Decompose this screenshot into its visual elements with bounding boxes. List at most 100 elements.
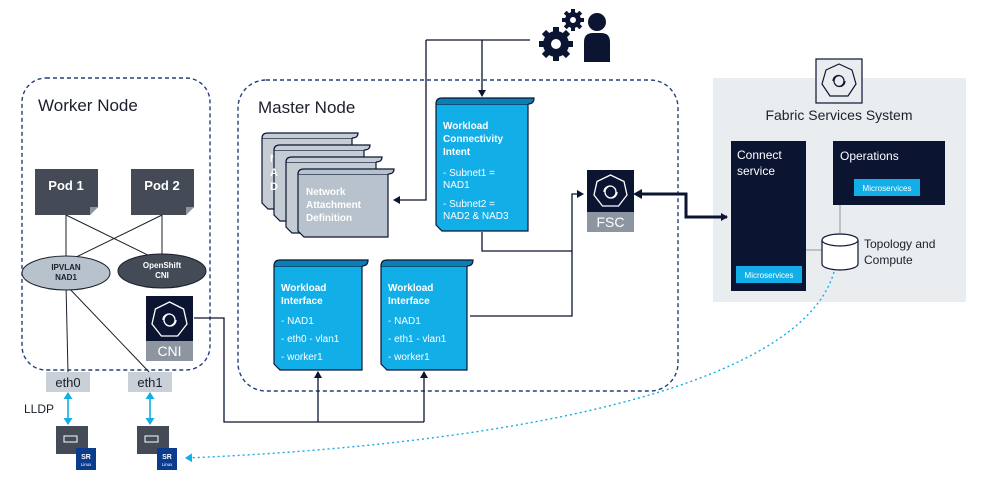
fsc-label: FSC bbox=[597, 214, 625, 230]
lldp-label: LLDP bbox=[24, 402, 54, 416]
user-to-nad-link bbox=[393, 40, 427, 204]
cni-to-interfaces-link bbox=[194, 317, 424, 423]
nad-title-line3: Definition bbox=[306, 213, 352, 224]
pod-2[interactable]: Pod 2 bbox=[131, 169, 194, 215]
pod-2-fold bbox=[186, 207, 194, 215]
worker-node-boundary bbox=[21, 77, 211, 371]
eth1-box bbox=[128, 372, 172, 392]
ipvlan-eth0-link bbox=[65, 284, 69, 374]
pod2-ipvlan-link bbox=[65, 214, 163, 263]
master-node-title: Master Node bbox=[258, 98, 355, 117]
switch-1-badge bbox=[76, 448, 96, 470]
switch-2-port bbox=[144, 435, 159, 443]
interface-1-title-line2: Interface bbox=[281, 296, 323, 307]
fsc-label-box bbox=[587, 212, 634, 232]
sr-linux-switch-2[interactable]: SR Linux bbox=[137, 426, 177, 470]
small-gear-icon bbox=[562, 9, 584, 31]
nad-back-2-letter: A bbox=[270, 167, 278, 179]
workload-interface-2[interactable]: Workload Interface - NAD1 - eth1 - vlan1… bbox=[380, 259, 474, 371]
switch-1-label-line1: SR bbox=[81, 454, 91, 461]
database-cylinder-top bbox=[821, 233, 859, 247]
eth0-label: eth0 bbox=[55, 375, 80, 390]
interface-2-line-2: - eth1 - vlan1 bbox=[388, 334, 447, 345]
interfaces-to-fsc-link bbox=[470, 251, 573, 317]
pod-1[interactable]: Pod 1 bbox=[35, 169, 98, 215]
switch-2-label-line1: SR bbox=[162, 454, 172, 461]
nad-back-3-letter: D bbox=[270, 181, 278, 193]
workload-connectivity-intent[interactable]: Workload Connectivity Intent - Subnet1 =… bbox=[435, 97, 535, 232]
fabric-services-title: Fabric Services System bbox=[765, 107, 912, 123]
switch-1-port bbox=[63, 435, 78, 443]
interface-1-line-2: - eth0 - vlan1 bbox=[281, 334, 340, 345]
network-attachment-definition-stack[interactable]: N A D Network Attachment Definition bbox=[261, 132, 395, 238]
fsc-link-arrowhead bbox=[633, 189, 642, 199]
switch-2-label-line2: Linux bbox=[162, 462, 174, 467]
cni-plugin[interactable]: CNI bbox=[146, 296, 193, 361]
fss-logo-icon bbox=[815, 58, 863, 104]
pod-1-fold bbox=[90, 207, 98, 215]
person-icon bbox=[584, 13, 610, 62]
ipvlan-eth1-link bbox=[65, 284, 151, 374]
worker-node-title: Worker Node bbox=[38, 96, 138, 115]
interface-2-line-3: - worker1 bbox=[388, 352, 430, 363]
cni-label: CNI bbox=[157, 343, 181, 359]
interface-2-title-line2: Interface bbox=[388, 296, 430, 307]
intent-line-4: NAD2 & NAD3 bbox=[443, 211, 509, 222]
connect-microservices-label: Microservices bbox=[745, 271, 794, 280]
openshift-label-line1: OpenShift bbox=[143, 261, 182, 270]
nad-scroll-front: Network Attachment Definition bbox=[297, 168, 395, 238]
interface-1-title-line1: Workload bbox=[281, 283, 326, 294]
intent-line-2: NAD1 bbox=[443, 180, 470, 191]
pod-2-label: Pod 2 bbox=[144, 178, 179, 193]
sr-linux-switch-1[interactable]: SR Linux bbox=[56, 426, 96, 470]
operations-label: Operations bbox=[840, 149, 899, 163]
topology-line2: Compute bbox=[864, 253, 913, 267]
connect-service-line1: Connect bbox=[737, 148, 782, 162]
operations-microservices-badge bbox=[854, 179, 920, 196]
intent-scroll-curl bbox=[435, 97, 535, 105]
operations-service[interactable]: Operations Microservices bbox=[833, 141, 945, 205]
fsc-to-connect-service-link bbox=[638, 192, 728, 221]
switch-2-badge bbox=[157, 448, 177, 470]
connect-microservices-badge bbox=[736, 266, 802, 283]
nad-title-line1: Network bbox=[306, 187, 346, 198]
topology-to-srlinux-link bbox=[185, 271, 835, 463]
eth0-interface[interactable]: eth0 bbox=[46, 372, 90, 392]
connectors bbox=[63, 39, 841, 463]
master-node-boundary bbox=[237, 79, 679, 392]
openshift-ellipse bbox=[117, 253, 207, 289]
interface-2-line-1: - NAD1 bbox=[388, 316, 421, 327]
openshift-label-line2: CNI bbox=[155, 271, 169, 280]
ipvlan-nad1[interactable]: IPVLAN NAD1 bbox=[21, 255, 111, 291]
intent-title-line3: Intent bbox=[443, 147, 471, 158]
eth1-label: eth1 bbox=[137, 375, 162, 390]
ipvlan-label-line1: IPVLAN bbox=[51, 263, 81, 272]
switch-1-label-line2: Linux bbox=[81, 462, 93, 467]
intent-line-1: - Subnet1 = bbox=[443, 168, 495, 179]
topology-line1: Topology and bbox=[864, 237, 935, 251]
interface-1-line-3: - worker1 bbox=[281, 352, 323, 363]
intent-title-line1: Workload bbox=[443, 121, 488, 132]
pod-1-label: Pod 1 bbox=[48, 178, 83, 193]
ipvlan-ellipse bbox=[21, 255, 111, 291]
interface-1-scroll-curl bbox=[273, 259, 369, 267]
operations-microservices-label: Microservices bbox=[863, 184, 912, 193]
database-cylinder-icon bbox=[821, 240, 859, 271]
pod-2-box bbox=[131, 169, 194, 215]
topology-database[interactable]: Topology and Compute bbox=[821, 233, 935, 271]
large-gear-icon bbox=[539, 27, 573, 61]
eth1-interface[interactable]: eth1 bbox=[128, 372, 172, 392]
openshift-cni[interactable]: OpenShift CNI bbox=[117, 253, 207, 289]
cni-label-box bbox=[146, 341, 193, 361]
intent-title-line2: Connectivity bbox=[443, 134, 503, 145]
eth0-box bbox=[46, 372, 90, 392]
pod-1-box bbox=[35, 169, 98, 215]
operator-icon bbox=[539, 9, 610, 62]
connect-service[interactable]: Connect service Microservices bbox=[731, 141, 806, 291]
fsc-controller[interactable]: FSC bbox=[587, 170, 634, 232]
nad-title-line2: Attachment bbox=[306, 200, 362, 211]
ipvlan-label-line2: NAD1 bbox=[55, 273, 77, 282]
interface-2-scroll-curl bbox=[380, 259, 474, 267]
workload-interface-1[interactable]: Workload Interface - NAD1 - eth0 - vlan1… bbox=[273, 259, 369, 371]
